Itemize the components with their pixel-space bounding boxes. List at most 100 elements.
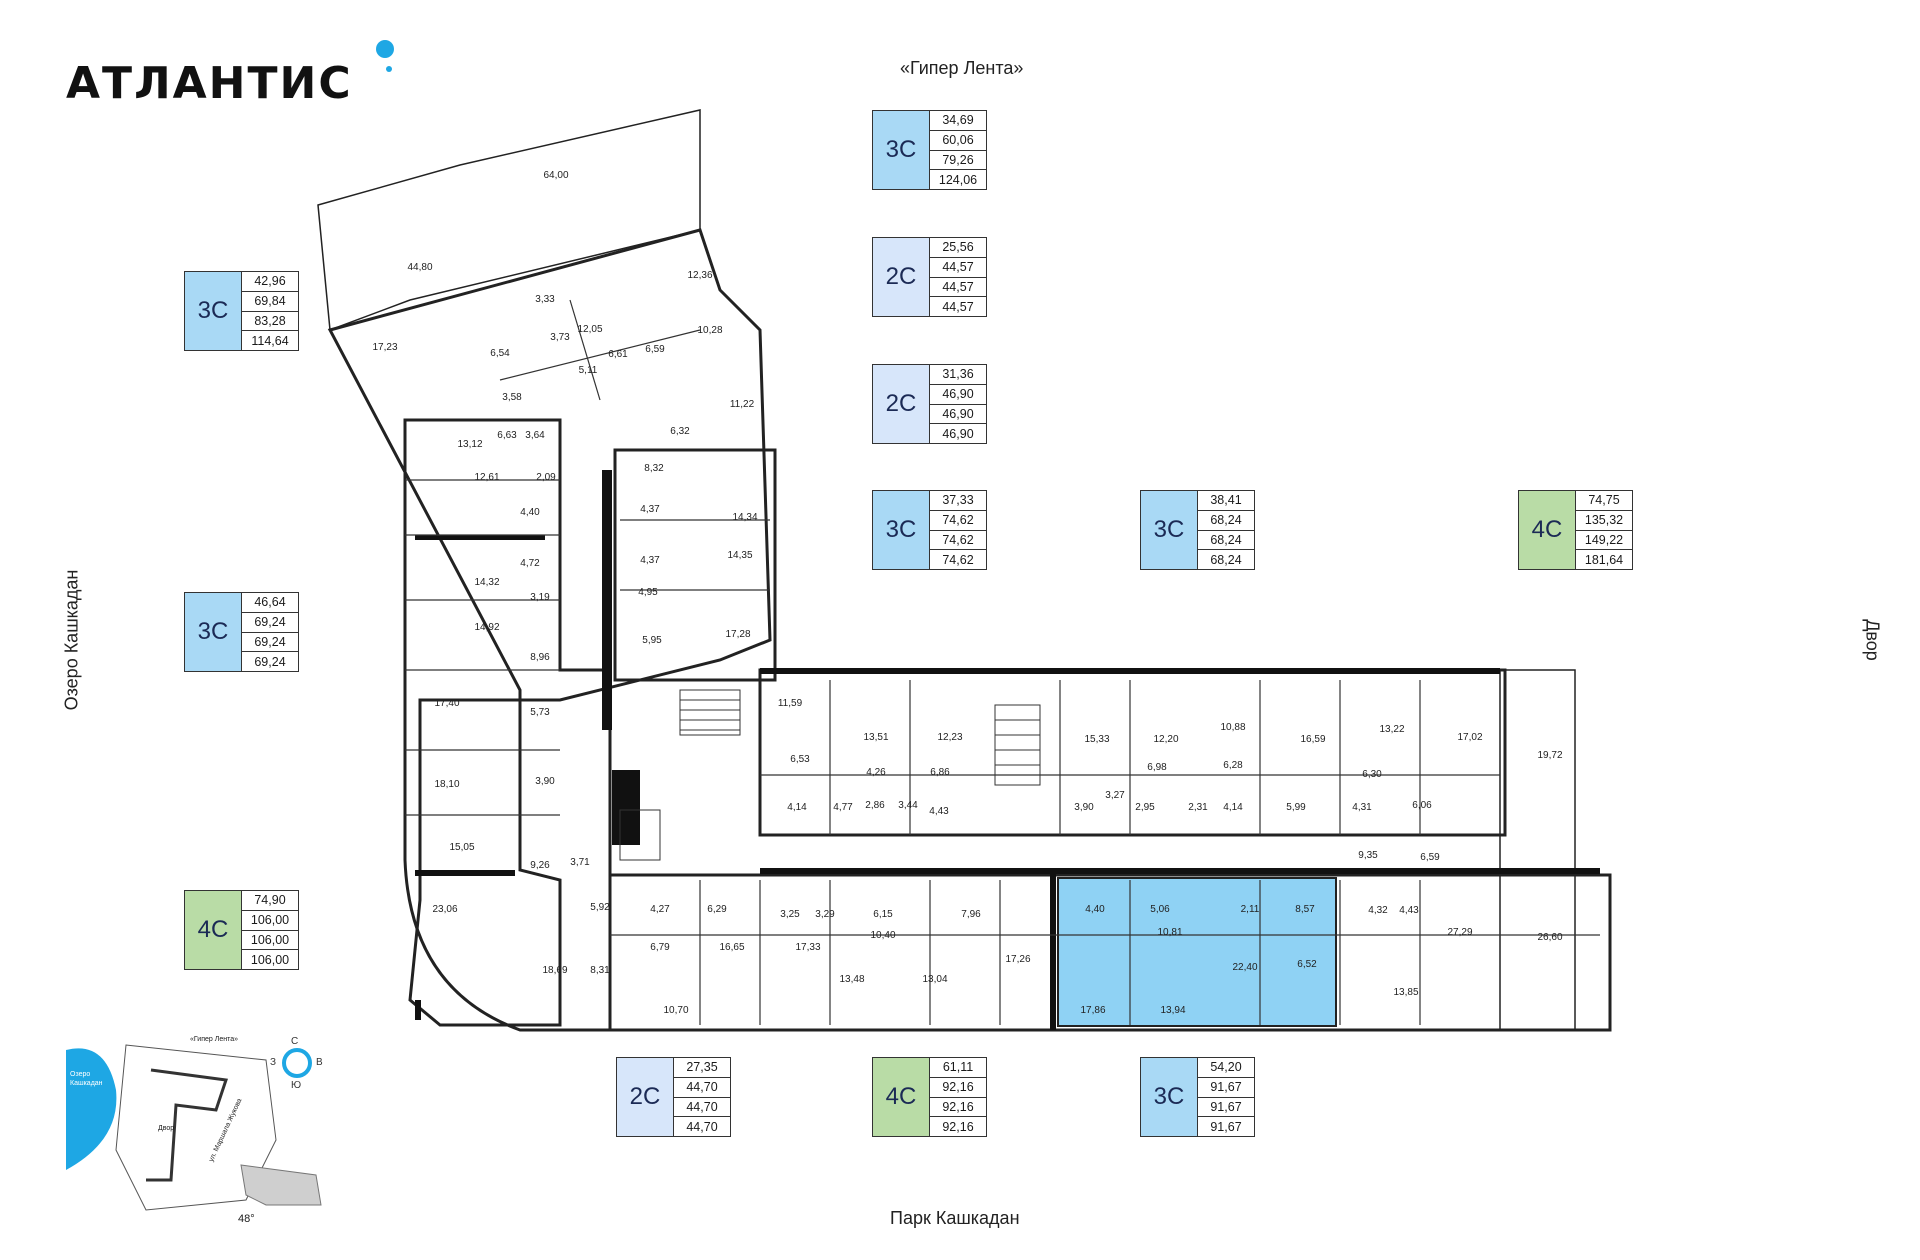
room-area-label: 16,65 — [719, 942, 744, 953]
unit-area-max: 92,16 — [942, 1119, 974, 1134]
south-label: Парк Кашкадан — [890, 1208, 1020, 1228]
room-area-label: 11,22 — [730, 399, 755, 410]
room-area-label: 64,00 — [543, 170, 568, 181]
unit-area-living: 74,75 — [1576, 491, 1632, 511]
room-area-label: 11,59 — [778, 698, 803, 709]
room-area-label: 6,86 — [930, 767, 950, 778]
room-area-label: 4,43 — [1399, 905, 1419, 916]
room-area-label: 4,31 — [1352, 802, 1372, 813]
unit-area-option: 92,16 — [930, 1098, 986, 1118]
compass-south: Ю — [291, 1080, 302, 1091]
nw-wing — [327, 228, 772, 1027]
stair-core — [619, 689, 1041, 861]
room-area-label: 13,12 — [457, 439, 482, 450]
unit-area-total: 92,16 — [930, 1078, 986, 1098]
room-area-label: 3,25 — [780, 909, 800, 920]
lake-shape — [66, 1048, 117, 1170]
room-area-label: 6,06 — [1412, 800, 1432, 811]
room-area-label: 13,85 — [1393, 987, 1418, 998]
room-area-label: 14,32 — [474, 577, 499, 588]
room-area-label: 6,59 — [645, 344, 665, 355]
room-area-label: 14,34 — [732, 512, 757, 523]
unit-type: 2С — [617, 1058, 674, 1136]
unit-area-living: 42,96 — [242, 272, 298, 292]
room-area-label: 4,27 — [650, 904, 670, 915]
unit-area-option: 69,24 — [242, 633, 298, 653]
unit-area-living: 61,11 — [930, 1058, 986, 1078]
room-area-label: 6,63 — [497, 430, 517, 441]
room-area-label: 6,32 — [670, 426, 690, 437]
room-area-label: 6,52 — [1297, 959, 1317, 970]
unit-area-option: 46,90 — [930, 405, 986, 425]
unit-type: 3С — [873, 111, 930, 189]
unit-type: 4С — [185, 891, 242, 969]
unit-area-max: 181,64 — [1584, 552, 1624, 567]
room-area-label: 8,57 — [1295, 904, 1315, 915]
room-area-label: 9,35 — [1358, 850, 1378, 861]
unit-area-option: 44,70 — [674, 1098, 730, 1118]
compass-west: З — [270, 1057, 277, 1068]
room-area-label: 12,20 — [1153, 734, 1178, 745]
room-area-label: 4,32 — [1368, 905, 1388, 916]
compass-east: В — [316, 1057, 323, 1068]
unit-area-living: 38,41 — [1198, 491, 1254, 511]
compass-north: С — [291, 1036, 299, 1047]
unit-area-option: 44,57 — [930, 278, 986, 298]
unit-type: 3С — [185, 272, 242, 350]
room-area-label: 13,04 — [922, 974, 947, 985]
room-area-label: 17,28 — [725, 629, 750, 640]
room-area-label: 6,28 — [1223, 760, 1243, 771]
unit-type: 2С — [873, 238, 930, 316]
unit-area-max: 46,90 — [942, 426, 974, 441]
unit-area-living: 46,64 — [242, 593, 298, 613]
unit-area-option: 83,28 — [242, 312, 298, 332]
room-area-label: 3,29 — [815, 909, 835, 920]
unit-area-total: 68,24 — [1198, 511, 1254, 531]
room-area-label: 5,99 — [1286, 802, 1306, 813]
room-area-label: 6,15 — [873, 909, 893, 920]
park-building — [240, 1164, 322, 1206]
room-area-label: 19,72 — [1537, 750, 1562, 761]
unit-area-total: 44,70 — [674, 1078, 730, 1098]
room-area-label: 2,86 — [865, 800, 885, 811]
minimap-label-lake: Озеро Кашкадан — [70, 1071, 103, 1087]
room-area-label: 10,70 — [663, 1005, 688, 1016]
unit-type: 2С — [873, 365, 930, 443]
room-area-label: 4,43 — [929, 806, 949, 817]
room-area-label: 13,94 — [1160, 1005, 1185, 1016]
unit-area-total: 135,32 — [1576, 511, 1632, 531]
site-minimap — [66, 1044, 322, 1211]
room-area-label: 13,51 — [863, 732, 888, 743]
room-area-label: 17,86 — [1080, 1005, 1105, 1016]
nw-terrace — [317, 109, 701, 332]
partitions — [405, 299, 1600, 1025]
room-labels: 64,0044,8012,3617,236,543,333,7312,056,6… — [372, 170, 1562, 1016]
room-area-label: 4,40 — [1085, 904, 1105, 915]
room-area-label: 18,10 — [434, 779, 459, 790]
unit-area-max: 91,67 — [1210, 1119, 1242, 1134]
room-area-label: 15,33 — [1084, 734, 1109, 745]
room-area-label: 2,95 — [1135, 802, 1155, 813]
unit-area-max: 44,70 — [686, 1119, 718, 1134]
unit-area-total: 69,84 — [242, 292, 298, 312]
minimap-label-north: «Гипер Лента» — [190, 1036, 238, 1043]
room-area-label: 44,80 — [407, 262, 432, 273]
room-area-label: 16,59 — [1300, 734, 1325, 745]
room-area-label: 17,26 — [1005, 954, 1030, 965]
room-area-label: 7,96 — [961, 909, 981, 920]
unit-area-option: 91,67 — [1198, 1098, 1254, 1118]
room-area-label: 8,96 — [530, 652, 550, 663]
